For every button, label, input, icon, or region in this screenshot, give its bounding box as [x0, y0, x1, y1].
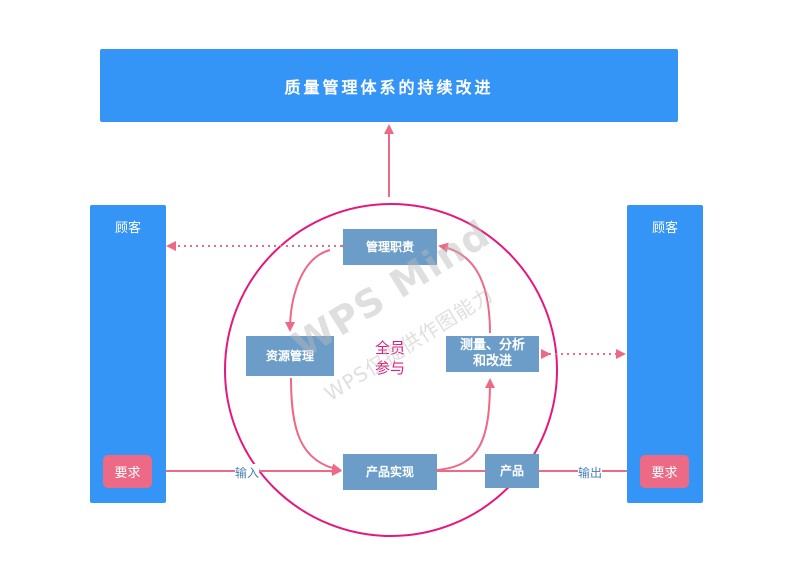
requirement-left-label: 要求 [114, 466, 141, 481]
arrow-resource-to-realization [290, 377, 342, 474]
product-box: 产品 [485, 454, 539, 488]
arrow-realization-to-measure [436, 378, 495, 471]
customer-left-panel: 顾客 [90, 205, 166, 503]
process-circle [224, 203, 558, 537]
requirement-right-box: 要求 [640, 455, 689, 488]
measure-label: 测量、分析和改进 [459, 338, 525, 369]
product-label: 产品 [499, 464, 524, 478]
title-text: 质量管理体系的持续改进 [284, 77, 494, 97]
customer-right-label: 顾客 [651, 221, 678, 236]
measure-box: 测量、分析和改进 [446, 336, 539, 372]
arrow-management-to-resource [285, 249, 331, 332]
customer-right-panel: 顾客 [627, 205, 703, 503]
requirement-left-box: 要求 [103, 455, 152, 488]
title-banner: 质量管理体系的持续改进 [100, 49, 678, 122]
realization-label: 产品实现 [365, 465, 414, 479]
management-label: 管理职责 [365, 240, 414, 254]
output-label: 输出 [578, 464, 603, 481]
realization-box: 产品实现 [343, 454, 437, 490]
resource-box: 资源管理 [246, 336, 334, 376]
center-label: 全员参与 [374, 339, 405, 377]
arrow-measure-to-management [438, 242, 491, 334]
management-box: 管理职责 [343, 229, 437, 265]
input-label: 输入 [235, 464, 260, 481]
requirement-right-label: 要求 [651, 466, 678, 481]
resource-label: 资源管理 [265, 349, 314, 363]
center-label-box: 全员参与 [368, 336, 412, 380]
customer-left-label: 顾客 [114, 221, 141, 236]
